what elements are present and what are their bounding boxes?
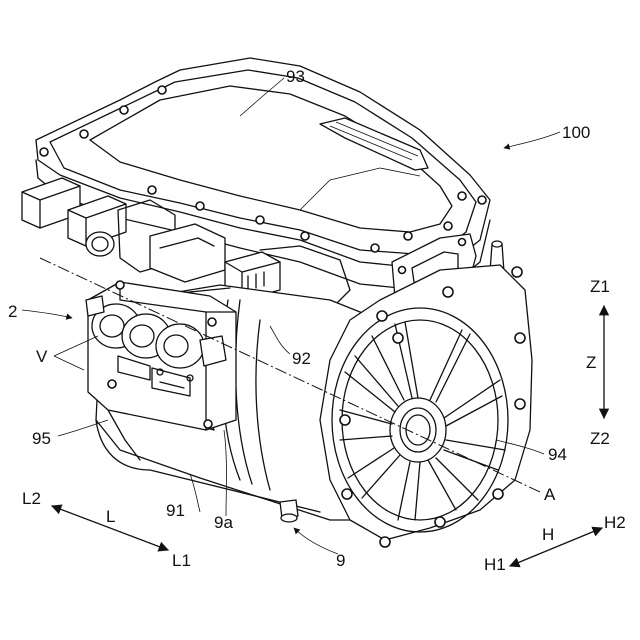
label-z: Z xyxy=(586,353,596,372)
label-v: V xyxy=(36,347,48,366)
label-a: A xyxy=(544,485,556,504)
valve-manifold xyxy=(86,281,236,430)
label-91: 91 xyxy=(166,501,185,520)
label-h2: H2 xyxy=(604,513,626,532)
label-z1: Z1 xyxy=(590,277,610,296)
label-h1: H1 xyxy=(484,555,506,574)
label-l: L xyxy=(106,507,115,526)
label-95: 95 xyxy=(32,429,51,448)
label-93: 93 xyxy=(286,67,305,86)
label-l2: L2 xyxy=(22,489,41,508)
label-z2: Z2 xyxy=(590,429,610,448)
end-plate xyxy=(320,265,532,547)
label-94: 94 xyxy=(548,445,567,464)
label-9a: 9a xyxy=(214,513,233,532)
label-h: H xyxy=(542,525,554,544)
label-2: 2 xyxy=(8,302,17,321)
label-100: 100 xyxy=(562,123,590,142)
label-92: 92 xyxy=(292,349,311,368)
label-l1: L1 xyxy=(172,551,191,570)
label-9: 9 xyxy=(336,551,345,570)
